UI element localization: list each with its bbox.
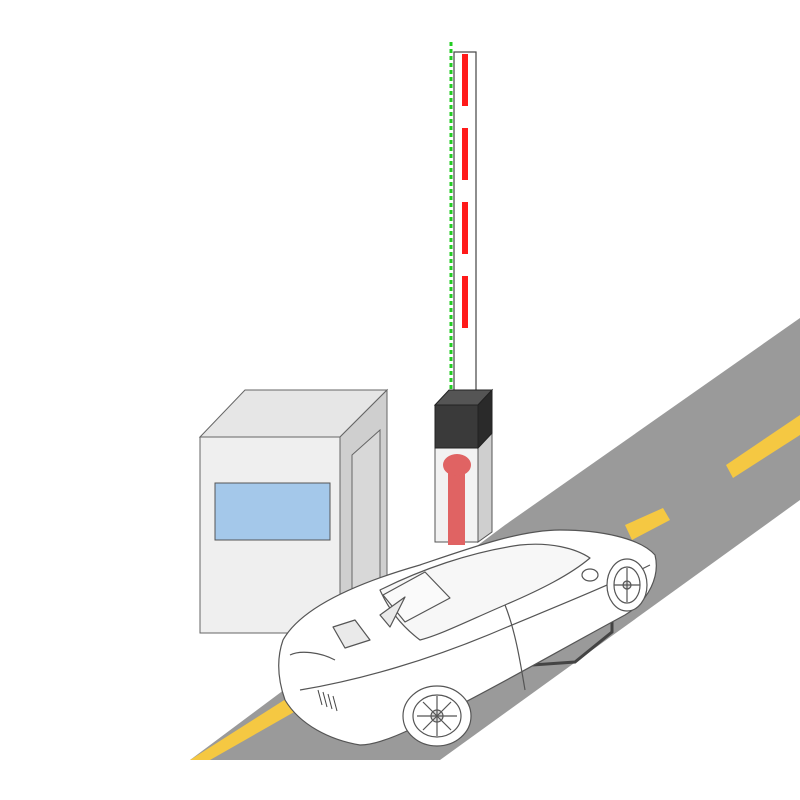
car-grille [317, 689, 338, 712]
car-mirror [581, 568, 599, 582]
car-vent [379, 596, 406, 628]
barrier-cylinder [448, 465, 465, 545]
barrier-post-side [477, 431, 493, 543]
booth-window [214, 482, 331, 541]
car-rear-wheel [606, 558, 648, 612]
car-front-wheel [402, 685, 472, 747]
car-hood-scoop [332, 619, 371, 649]
car-body [278, 529, 657, 746]
sports-car-icon [278, 529, 657, 747]
car-headlight [289, 651, 336, 661]
car-cabin [379, 543, 591, 641]
barrier-cylinder-cap [443, 454, 471, 476]
ground-loop [531, 618, 614, 667]
car-door-line [504, 604, 526, 691]
lane-marking [726, 415, 800, 478]
lane-marking [625, 508, 670, 540]
lane-marking [190, 690, 310, 760]
boom-barrier-icon [433, 42, 494, 545]
barrier-head-front [434, 404, 479, 449]
